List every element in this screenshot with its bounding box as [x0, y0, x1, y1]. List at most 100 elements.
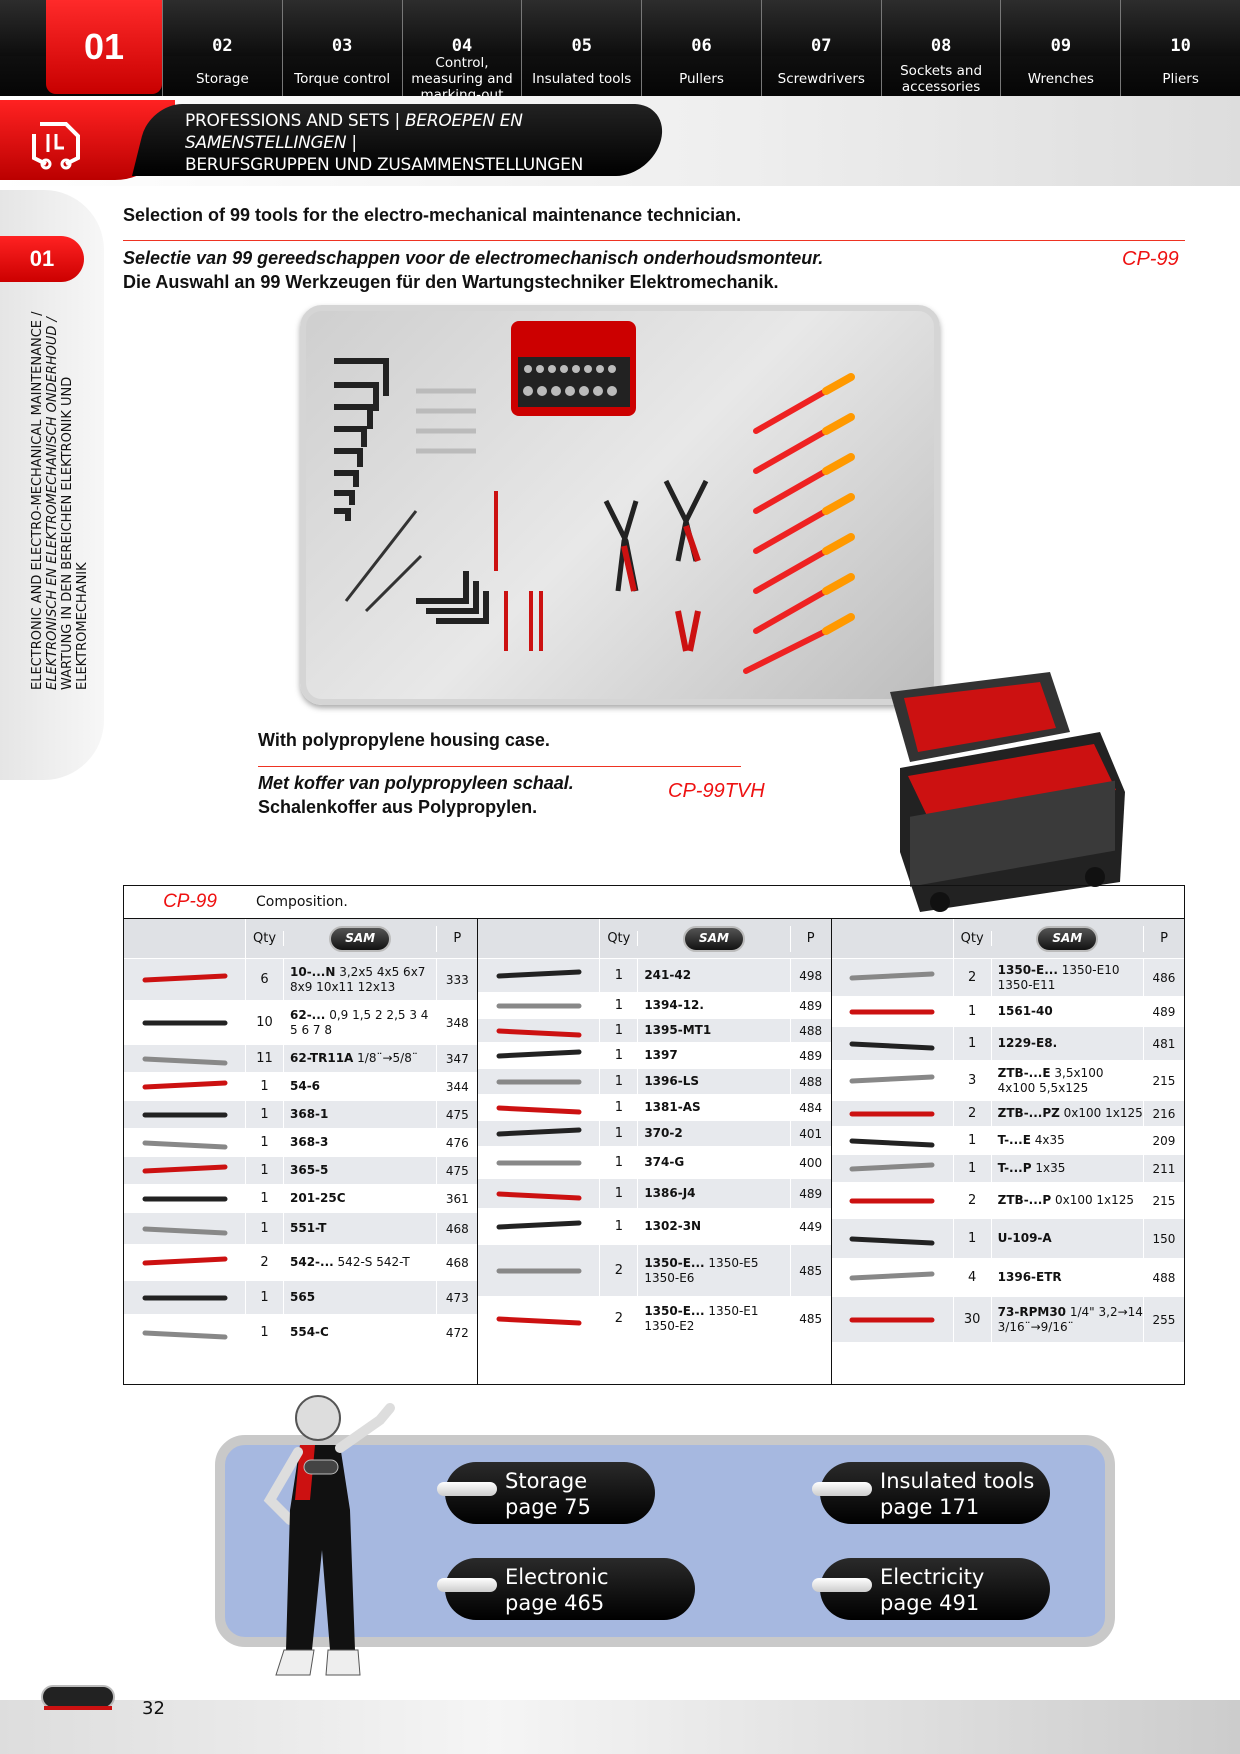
- tool-thumbnail-icon: [832, 1155, 954, 1182]
- catalog-page-cell: 209: [1152, 1133, 1176, 1148]
- chapter-tab-label: Pullers: [679, 71, 724, 87]
- catalog-page-cell: 215: [1152, 1073, 1176, 1088]
- catalog-page-cell: 361: [445, 1191, 469, 1206]
- catalog-page-cell: 488: [799, 1023, 823, 1038]
- chapter-tab-number: 07: [811, 36, 832, 56]
- chapter-tab-label: Insulated tools: [532, 71, 632, 87]
- catalog-page-cell: 211: [1152, 1161, 1176, 1176]
- qty-header: Qty: [600, 931, 639, 946]
- link-title: Electronic: [505, 1565, 609, 1589]
- tool-thumbnail-icon: [124, 1245, 246, 1280]
- qty-cell: 2: [600, 1245, 639, 1296]
- intro-english: Selection of 99 tools for the electro-me…: [123, 205, 742, 225]
- tool-thumbnail-icon: [832, 1061, 954, 1100]
- qty-cell: 2: [954, 959, 992, 996]
- reference-cell: ZTB-...P: [997, 1193, 1052, 1207]
- tool-thumbnail-icon: [478, 993, 601, 1018]
- tool-thumbnail-icon: [832, 1183, 954, 1218]
- sam-brand-badge: SAM: [682, 925, 745, 952]
- catalog-page-cell: 347: [445, 1051, 469, 1066]
- catalog-page-cell: 348: [445, 1015, 469, 1030]
- tool-thumbnail-icon: [478, 1019, 601, 1042]
- reference-cell: 1381-AS: [644, 1100, 701, 1114]
- composition-code: CP-99: [163, 891, 217, 912]
- chapter-tab-label: Storage: [195, 71, 249, 87]
- catalog-page-cell: 489: [1152, 1004, 1176, 1019]
- catalog-page-cell: 476: [445, 1135, 469, 1150]
- catalog-page-cell: 489: [799, 1186, 823, 1201]
- reference-cell: 1386-J4: [644, 1186, 696, 1200]
- reference-cell: 1302-3N: [644, 1219, 702, 1233]
- tool-thumbnail-icon: [832, 997, 954, 1026]
- carrying-case-photo: [890, 672, 1125, 912]
- spec-cell: 1350-E10 1350-E11: [997, 962, 1120, 992]
- tool-thumbnail-icon: [832, 1219, 954, 1258]
- intro-german: Die Auswahl an 99 Werkzeugen für den War…: [123, 272, 779, 292]
- tool-thumbnail-icon: [832, 1101, 954, 1126]
- chapter-tab-number: 05: [571, 36, 592, 56]
- spec-cell: 0,9 1,5 2 2,5 3 4 5 6 7 8: [290, 1007, 429, 1037]
- reference-cell: 1397: [644, 1048, 678, 1062]
- qty-cell: 1: [600, 1019, 639, 1042]
- qty-cell: 1: [600, 1209, 639, 1244]
- chapter-tab-number: 03: [331, 36, 353, 56]
- chapter-tab-label: Control, measuring and marking-out: [411, 55, 513, 103]
- link-page: page 491: [880, 1591, 980, 1615]
- reference-cell: 1229-E8.: [997, 1036, 1058, 1050]
- qty-cell: 2: [954, 1101, 992, 1126]
- catalog-page-cell: 468: [445, 1221, 469, 1236]
- catalog-page-cell: 475: [445, 1163, 469, 1178]
- spec-cell: 4x35: [1034, 1133, 1065, 1147]
- circuit-icon: [32, 122, 80, 170]
- link-title: Storage: [505, 1469, 588, 1493]
- catalog-page-cell: 468: [445, 1255, 469, 1270]
- chapter-tab-active[interactable]: 01: [46, 0, 162, 94]
- qty-cell: 1: [954, 1219, 992, 1258]
- tool-thumbnail-icon: [832, 1259, 954, 1296]
- reference-cell: T-...E: [997, 1133, 1031, 1147]
- spec-cell: 0x100 1x125: [1063, 1106, 1143, 1120]
- sam-logo: [41, 1685, 115, 1710]
- reference-cell: 62-TR11A: [290, 1051, 354, 1065]
- tool-thumbnail-icon: [832, 1297, 954, 1342]
- qty-cell: 1: [246, 1129, 284, 1156]
- spec-cell: 1x35: [1035, 1161, 1066, 1175]
- qty-cell: 1: [246, 1281, 284, 1314]
- reference-cell: 365-5: [290, 1163, 329, 1177]
- catalog-page-cell: 498: [799, 968, 823, 983]
- qty-cell: 30: [954, 1297, 992, 1342]
- case-product-code: CP-99TVH: [668, 780, 765, 802]
- product-code: CP-99: [1122, 248, 1179, 270]
- qty-cell: 2: [246, 1245, 284, 1280]
- reference-cell: ZTB-...PZ: [997, 1106, 1060, 1120]
- reference-cell: 554-C: [290, 1325, 329, 1339]
- reference-cell: T-...P: [997, 1161, 1032, 1175]
- catalog-page-cell: 489: [799, 998, 823, 1013]
